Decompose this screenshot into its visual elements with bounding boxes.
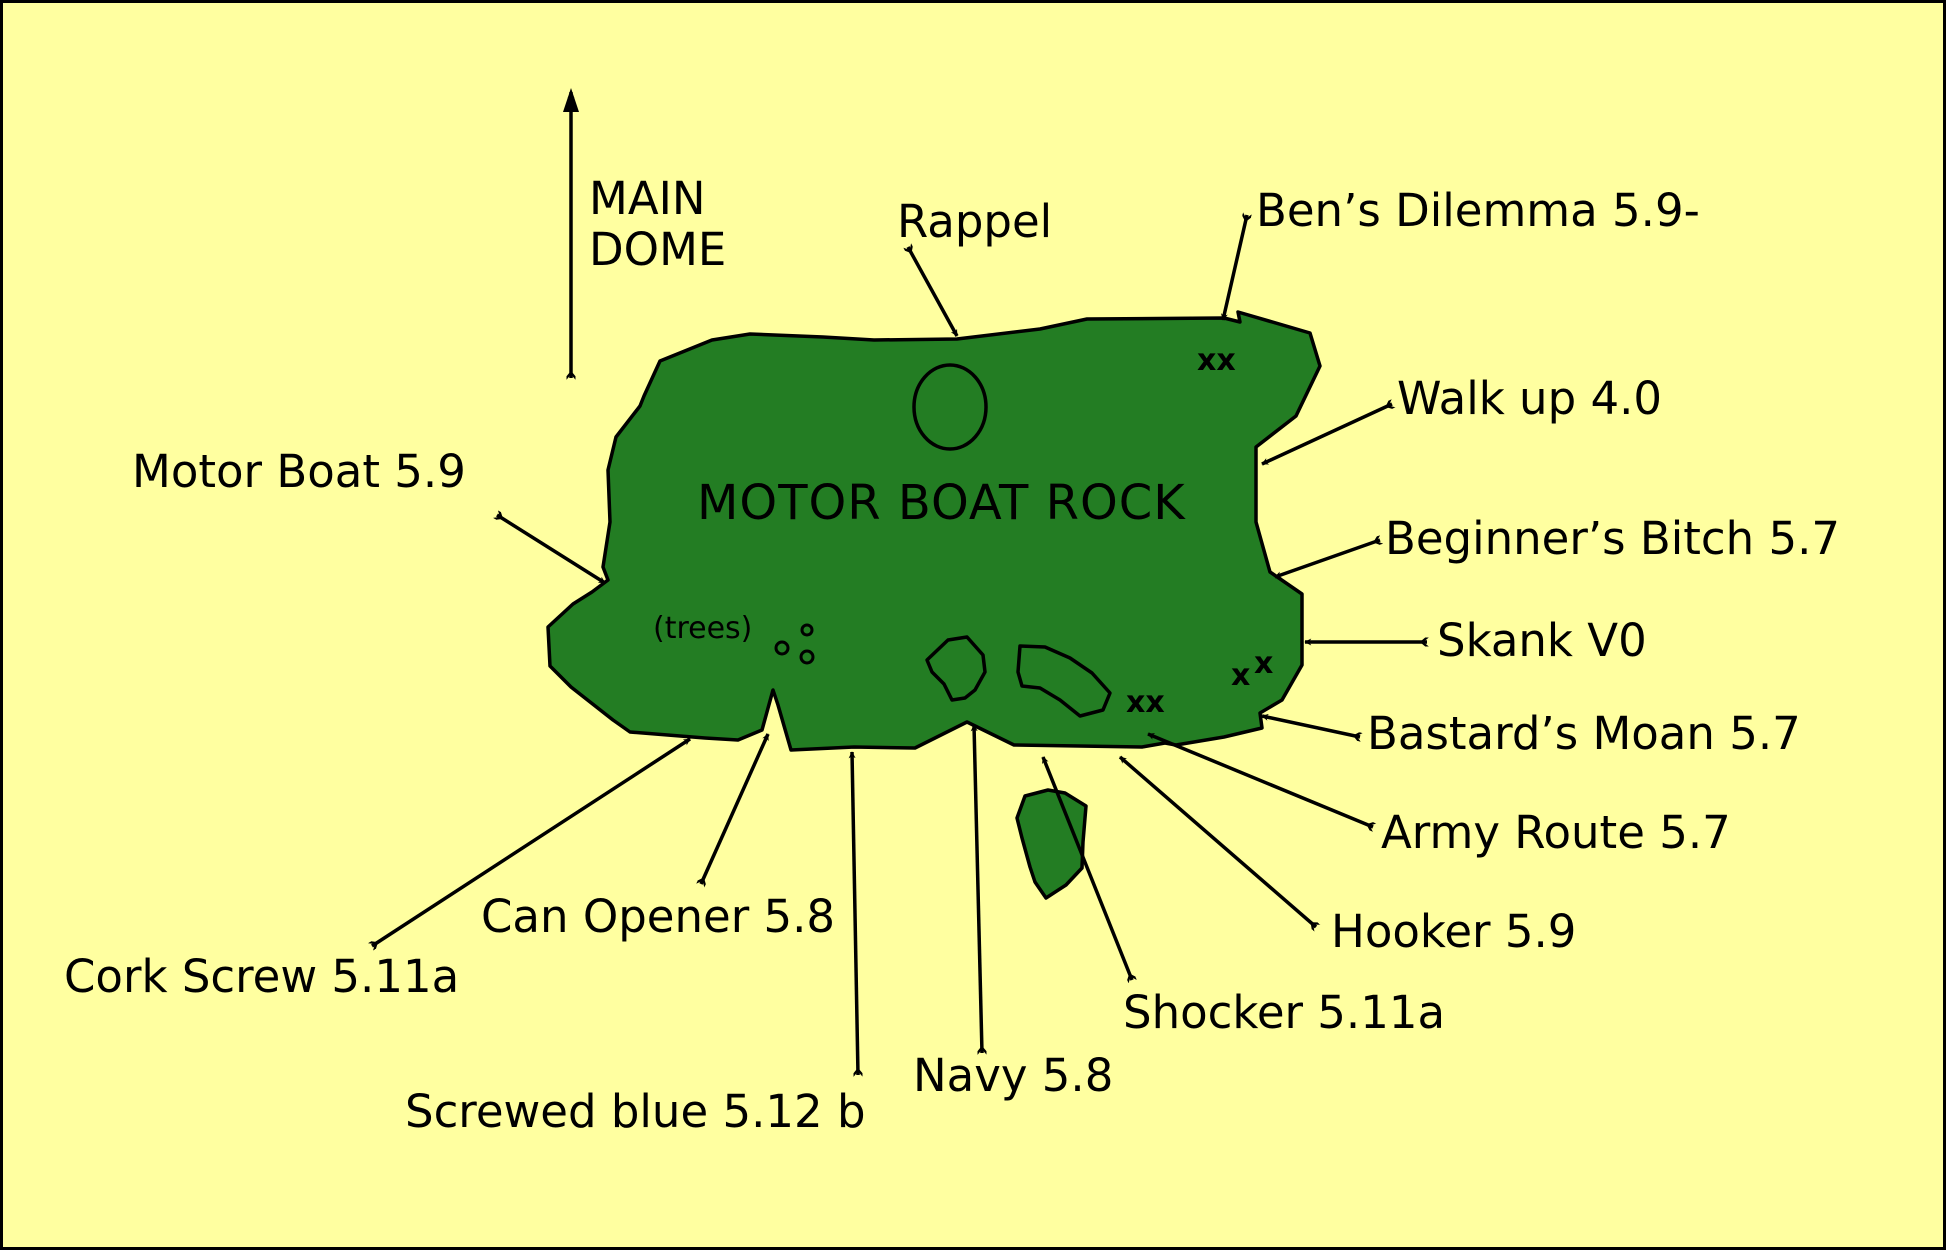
hooker-arrow	[1118, 755, 1321, 932]
bolt-mark-right-lower: x	[1231, 658, 1250, 693]
route-label-skank: Skank V0	[1437, 614, 1647, 667]
screwed-blue-arrow	[848, 751, 863, 1077]
beginners-bitch-arrow	[1274, 535, 1384, 579]
can-opener-arrow	[696, 733, 770, 888]
main-dome-label-line2: DOME	[589, 223, 726, 276]
tree-circle-2	[800, 623, 814, 637]
rappel-arrow	[903, 243, 959, 337]
walk-up-arrow	[1261, 399, 1396, 466]
route-label-army-route: Army Route 5.7	[1381, 806, 1731, 859]
cork-screw-arrow	[368, 737, 691, 951]
bolt-mark-right-upper: x	[1254, 646, 1273, 681]
route-label-bens-dilemma: Ben’s Dilemma 5.9-	[1256, 184, 1700, 237]
route-label-cork-screw: Cork Screw 5.11a	[64, 950, 459, 1003]
route-label-shocker: Shocker 5.11a	[1123, 986, 1445, 1039]
hole-top	[912, 363, 988, 451]
bolt-mark-bottom: xx	[1126, 685, 1165, 720]
main-dome-label-line1: MAIN	[589, 172, 706, 225]
trees-label: (trees)	[653, 611, 752, 646]
tree-circle-1	[774, 640, 790, 656]
tree-circle-3	[799, 649, 815, 665]
route-label-walk-up: Walk up 4.0	[1397, 372, 1662, 425]
motor-boat-arrow	[493, 510, 606, 585]
rock-title: MOTOR BOAT ROCK	[697, 475, 1186, 531]
route-label-beginners-bitch: Beginner’s Bitch 5.7	[1385, 512, 1840, 565]
hole-right	[1016, 644, 1112, 718]
route-label-bastards-moan: Bastard’s Moan 5.7	[1367, 707, 1801, 760]
route-label-hooker: Hooker 5.9	[1331, 905, 1576, 958]
bens-dilemma-arrow	[1220, 212, 1252, 321]
route-label-screwed-blue: Screwed blue 5.12 b	[405, 1085, 866, 1138]
shocker-arrow	[1041, 756, 1137, 984]
route-label-can-opener: Can Opener 5.8	[481, 890, 835, 943]
route-label-motor-boat: Motor Boat 5.9	[132, 445, 466, 498]
route-label-navy: Navy 5.8	[913, 1049, 1113, 1102]
main-dome-arrow-tip	[563, 88, 579, 112]
navy-arrow	[970, 724, 987, 1055]
hole-left	[925, 635, 987, 702]
bolt-mark-top: xx	[1197, 343, 1236, 378]
route-label-rappel: Rappel	[897, 195, 1052, 248]
